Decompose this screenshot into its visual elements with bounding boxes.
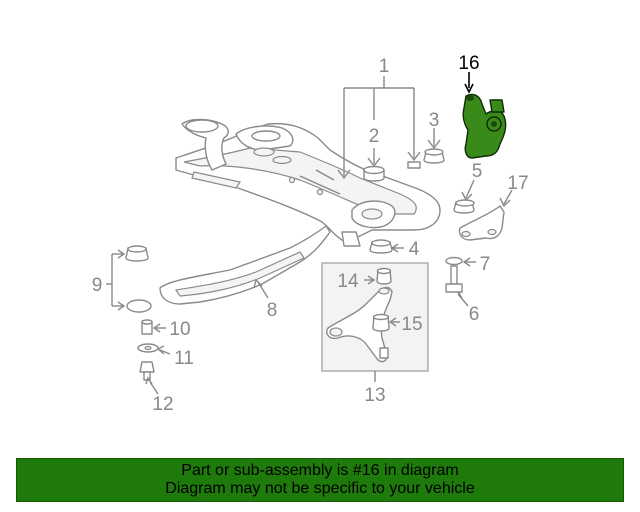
- callout-11: 11: [174, 348, 194, 369]
- callout-8: 8: [267, 300, 278, 321]
- callout-1: 1: [379, 56, 390, 77]
- part-16-steering-knuckle: [462, 72, 507, 159]
- front-crossmember: [175, 118, 441, 247]
- callout-14: 14: [337, 271, 359, 292]
- part-8-brace: [159, 225, 331, 305]
- callout-5: 5: [472, 161, 483, 182]
- callout-13: 13: [364, 385, 385, 406]
- callout-2: 2: [369, 126, 380, 147]
- callout-1-leaders: [337, 76, 421, 180]
- part-13-lower-arm-box: [321, 262, 429, 382]
- part-10-sleeve: [141, 319, 166, 335]
- part-2-bushing: [363, 148, 385, 182]
- callout-17: 17: [507, 173, 528, 194]
- callout-10: 10: [169, 319, 190, 340]
- callout-3: 3: [429, 110, 440, 131]
- callout-15: 15: [401, 314, 422, 335]
- part-6-bolt: [445, 265, 469, 307]
- callout-4: 4: [409, 239, 420, 260]
- part-7-nut: [445, 256, 476, 267]
- part-11-washer: [137, 343, 171, 355]
- callout-12: 12: [152, 394, 173, 415]
- part-17-bracket: [458, 189, 513, 241]
- callout-9: 9: [92, 275, 103, 296]
- callout-6: 6: [469, 304, 480, 325]
- part-5-bushing: [453, 179, 475, 214]
- info-banner: Part or sub-assembly is #16 in diagram D…: [16, 458, 624, 502]
- part-4-stopper: [369, 239, 404, 254]
- callout-7: 7: [480, 254, 491, 275]
- part-12-bolt: [139, 361, 159, 395]
- banner-line-2: Diagram may not be specific to your vehi…: [165, 480, 475, 497]
- part-9-bushings: [106, 245, 152, 313]
- part-3-mount: [407, 128, 445, 169]
- banner-line-1: Part or sub-assembly is #16 in diagram: [181, 462, 459, 479]
- callout-16: 16: [458, 53, 479, 74]
